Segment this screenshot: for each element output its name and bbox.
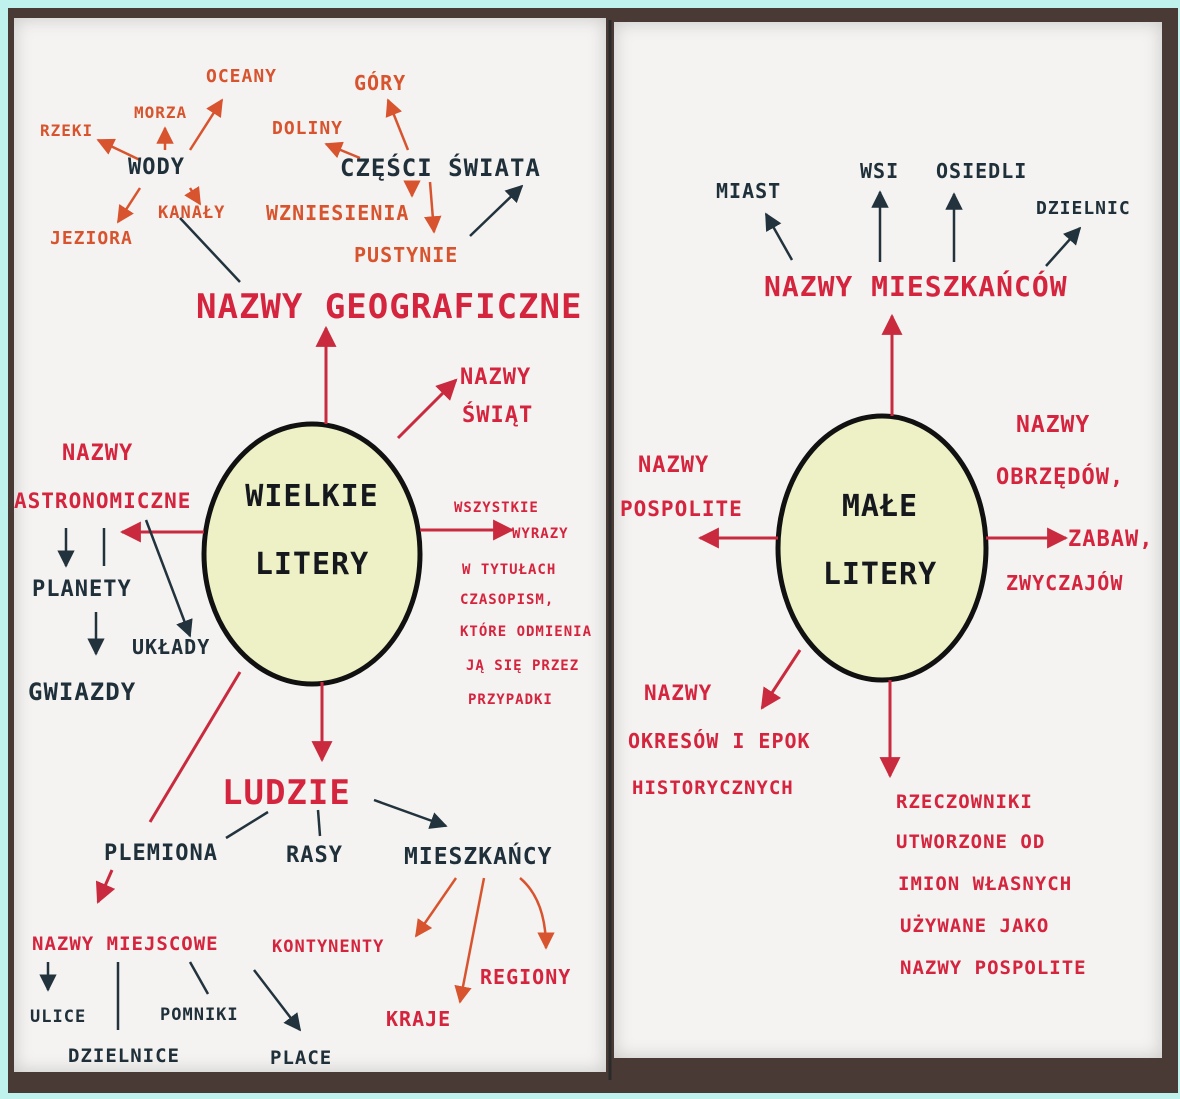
obrzedow-line-4: ZWYCZAJÓW xyxy=(1006,571,1123,595)
arrow-kraje xyxy=(454,877,486,1004)
wsi-label: WSI xyxy=(860,159,899,183)
gory-label: GÓRY xyxy=(354,71,406,95)
tytuly-line-1: WSZYSTKIE xyxy=(454,500,539,516)
pospolite-line-1: NAZWY xyxy=(638,453,709,478)
arrow-geo-czesci xyxy=(469,184,524,237)
obrzedow-line-3: ZABAW, xyxy=(1068,527,1153,552)
litery-label-right: LITERY xyxy=(823,557,937,592)
arrow-miejscowe xyxy=(95,869,116,904)
line-pomniki xyxy=(188,961,210,995)
arrow-to-swiat xyxy=(396,378,458,440)
wzniesienia-label: WZNIESIENIA xyxy=(266,201,409,225)
doliny-label: DOLINY xyxy=(272,118,343,139)
arrow-to-okresow xyxy=(760,649,802,710)
ulice-label: ULICE xyxy=(30,1007,86,1027)
jeziora-label: JEZIORA xyxy=(50,228,133,249)
rzeki-label: RZEKI xyxy=(40,121,93,140)
osiedli-label: OSIEDLI xyxy=(936,159,1027,183)
mieszkancy-label: MIESZKAŃCY xyxy=(404,842,552,870)
astro-line-2: ASTRONOMICZNE xyxy=(14,489,191,513)
arrow-place xyxy=(253,969,302,1032)
arrow-doliny xyxy=(324,141,361,160)
male-litery-ellipse xyxy=(775,413,989,683)
mieszkancow-title: NAZWY MIESZKAŃCÓW xyxy=(764,269,1068,303)
rzeczowniki-line-1: RZECZOWNIKI xyxy=(896,791,1033,813)
miejscowe-title: NAZWY MIEJSCOWE xyxy=(32,933,219,955)
wody-label: WODY xyxy=(128,155,185,180)
arrow-jeziora xyxy=(116,187,142,224)
rzeczowniki-line-2: UTWORZONE OD xyxy=(896,831,1045,853)
line-to-miejscowe xyxy=(148,671,242,823)
miast-label: MIAST xyxy=(716,179,781,203)
okresow-line-3: HISTORYCZNYCH xyxy=(632,777,794,799)
male-label: MAŁE xyxy=(842,489,918,524)
rzeczowniki-line-4: UŻYWANE JAKO xyxy=(900,913,1049,937)
pustynie-label: PUSTYNIE xyxy=(354,243,458,267)
line-geo-wody xyxy=(179,217,241,283)
okresow-line-2: OKRESÓW I EPOK xyxy=(628,729,811,753)
obrzedow-line-1: NAZWY xyxy=(1016,412,1090,438)
line-rasy xyxy=(316,809,322,837)
uklady-label: UKŁADY xyxy=(132,635,210,659)
astro-line-1: NAZWY xyxy=(62,441,133,466)
arrow-kontynenty xyxy=(414,877,458,938)
tytuly-line-3: W TYTUŁACH xyxy=(462,562,556,578)
obrzedow-line-2: OBRZĘDÓW, xyxy=(996,464,1124,490)
plemiona-label: PLEMIONA xyxy=(104,841,218,866)
arrow-oceany xyxy=(188,98,224,151)
arrow-gory xyxy=(385,98,410,151)
line-plemiona xyxy=(225,810,269,840)
planety-label: PLANETY xyxy=(32,577,132,602)
kraje-label: KRAJE xyxy=(386,1007,451,1031)
litery-label-left: LITERY xyxy=(255,547,369,582)
oceany-label: OCEANY xyxy=(206,66,277,87)
rzeczowniki-line-5: NAZWY POSPOLITE xyxy=(900,957,1087,979)
czesci-swiata-label: CZĘŚCI ŚWIATA xyxy=(340,152,541,182)
ludzie-title: LUDZIE xyxy=(222,773,351,813)
regiony-label: REGIONY xyxy=(480,965,571,989)
geo-title: NAZWY GEOGRAFICZNE xyxy=(196,287,582,327)
kanaly-label: KANAŁY xyxy=(158,203,225,223)
arrow-rzeki xyxy=(96,138,141,162)
okresow-line-1: NAZWY xyxy=(644,681,712,705)
arrow-miast xyxy=(764,212,794,261)
tytuly-line-5: KTÓRE ODMIENIA xyxy=(460,622,592,640)
wielkie-litery-ellipse xyxy=(201,421,423,687)
arrow-mieszkancy xyxy=(373,798,448,829)
dzielnice-label: DZIELNICE xyxy=(68,1045,180,1067)
arrow-uklady xyxy=(144,519,193,638)
dzielnic-label: DZIELNIC xyxy=(1036,198,1131,219)
pomniki-label: POMNIKI xyxy=(160,1005,239,1025)
arrow-dzielnic xyxy=(1045,226,1082,267)
kontynenty-label: KONTYNENTY xyxy=(272,937,384,957)
arrow-kanaly xyxy=(184,186,202,206)
arrow-pustynie xyxy=(424,181,442,234)
gwiazdy-label: GWIAZDY xyxy=(28,678,136,706)
rzeczowniki-line-3: IMION WŁASNYCH xyxy=(898,873,1072,895)
wielkie-label: WIELKIE xyxy=(245,479,378,514)
tytuly-line-6: JĄ SIĘ PRZEZ xyxy=(466,658,579,674)
arrow-regiony xyxy=(519,877,555,950)
tytuly-line-7: PRZYPADKI xyxy=(468,692,553,708)
swiat-line-1: NAZWY xyxy=(460,365,531,390)
place-label: PLACE xyxy=(270,1047,332,1069)
pospolite-line-2: POSPOLITE xyxy=(620,497,743,521)
tytuly-line-2: WYRAZY xyxy=(512,526,569,542)
rasy-label: RASY xyxy=(286,843,343,868)
tytuly-line-4: CZASOPISM, xyxy=(460,592,554,608)
swiat-line-2: ŚWIĄT xyxy=(462,402,533,428)
morza-label: MORZA xyxy=(134,103,187,122)
